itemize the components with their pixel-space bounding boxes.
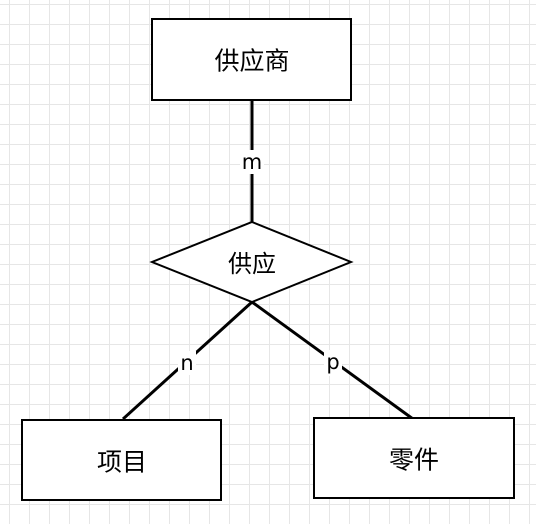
- cardinality-part: p: [324, 350, 342, 376]
- cardinality-supplier-label: m: [242, 150, 262, 174]
- cardinality-project-label: n: [180, 351, 193, 375]
- entity-supplier-label: 供应商: [214, 47, 289, 76]
- relationship-supply[interactable]: 供应: [149, 220, 354, 304]
- entity-part-label: 零件: [389, 446, 439, 475]
- entity-part[interactable]: 零件: [313, 417, 515, 499]
- cardinality-supplier: m: [240, 150, 264, 174]
- cardinality-part-label: p: [326, 350, 339, 374]
- cardinality-project: n: [178, 351, 196, 375]
- entity-supplier[interactable]: 供应商: [151, 18, 352, 101]
- relationship-supply-label: 供应: [228, 250, 276, 278]
- entity-project[interactable]: 项目: [21, 419, 222, 501]
- entity-project-label: 项目: [97, 448, 147, 477]
